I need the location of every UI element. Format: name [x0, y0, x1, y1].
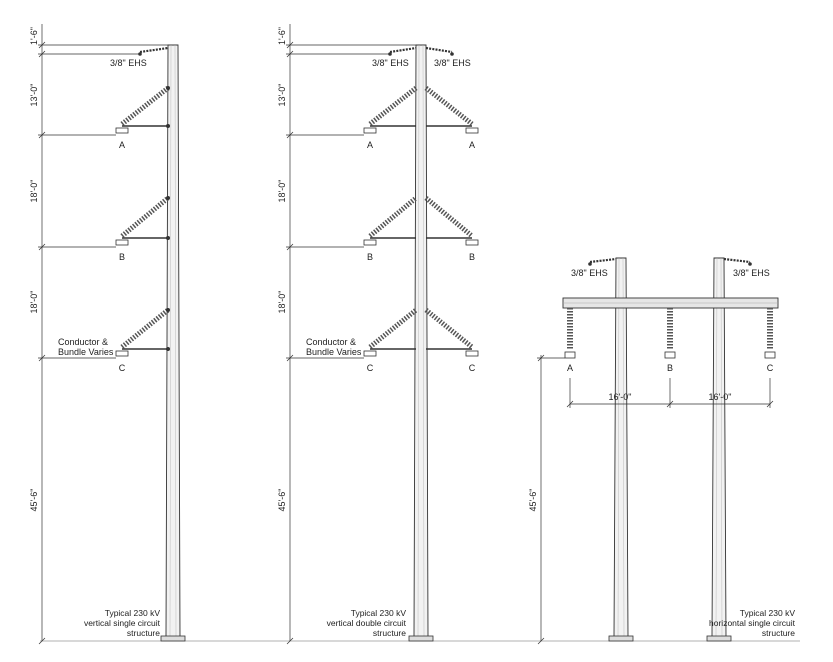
shield-wire-support — [139, 46, 169, 54]
insulator-left-b — [363, 196, 418, 246]
wire-label: 3/8" EHS — [372, 58, 409, 68]
dim-label: 18'-0" — [277, 180, 287, 203]
shield-wire-support — [389, 46, 417, 54]
phase-label: B — [367, 252, 373, 262]
insulator-a — [115, 86, 170, 134]
pole-base — [408, 635, 434, 642]
spacing-label: 16'-0" — [609, 392, 632, 402]
dimension-chain — [286, 24, 416, 645]
phase-label: B — [119, 252, 125, 262]
spacing-label: 16'-0" — [709, 392, 732, 402]
caption-line: horizontal single circuit — [709, 618, 796, 628]
caption-line: structure — [762, 628, 795, 638]
wire-label: 3/8" EHS — [733, 268, 770, 278]
dim-label: 18'-0" — [277, 291, 287, 314]
insulator-b — [115, 196, 170, 246]
insulator-c — [764, 308, 776, 359]
wire-label: 3/8" EHS — [434, 58, 471, 68]
structure-vertical-single: 1'-6" 13'-0" 18'-0" 18'-0" 45'-6" 3/8" E… — [29, 24, 186, 645]
caption-line: Typical 230 kV — [105, 608, 161, 618]
dim-label: 45'-6" — [29, 489, 39, 512]
insulator-left-a — [363, 86, 418, 134]
caption-line: Typical 230 kV — [351, 608, 407, 618]
note-line: Conductor & — [58, 337, 108, 347]
insulator-right-a — [424, 86, 479, 134]
note-line: Bundle Varies — [306, 347, 362, 357]
dim-label: 18'-0" — [29, 291, 39, 314]
dimension-chain — [38, 24, 168, 645]
shield-wire-support — [425, 46, 453, 54]
phase-label: A — [119, 140, 125, 150]
pole-left — [613, 257, 629, 638]
dim-label: 45'-6" — [528, 489, 538, 512]
dim-label: 13'-0" — [277, 84, 287, 107]
caption-line: vertical double circuit — [327, 618, 407, 628]
dim-label: 1'-6" — [29, 27, 39, 45]
caption-line: structure — [373, 628, 406, 638]
phase-label: C — [767, 363, 774, 373]
shield-wire-support — [589, 257, 617, 264]
wire-label: 3/8" EHS — [110, 58, 147, 68]
phase-label: C — [469, 363, 476, 373]
note-line: Conductor & — [306, 337, 356, 347]
pole — [413, 44, 429, 638]
dim-label: 13'-0" — [29, 84, 39, 107]
insulator-left-c — [363, 308, 418, 357]
wire-label: 3/8" EHS — [571, 268, 608, 278]
spacing-dimension — [566, 378, 774, 408]
note-line: Bundle Varies — [58, 347, 114, 357]
phase-label: A — [567, 363, 573, 373]
phase-label: B — [667, 363, 673, 373]
shield-wire-support — [723, 257, 751, 264]
phase-label: C — [119, 363, 126, 373]
dim-label: 18'-0" — [29, 180, 39, 203]
caption-line: Typical 230 kV — [740, 608, 796, 618]
caption-line: structure — [127, 628, 160, 638]
insulator-right-c — [424, 308, 479, 357]
insulator-a — [564, 308, 576, 359]
dimension-chain — [537, 354, 565, 645]
pole-base — [160, 635, 186, 642]
structure-horizontal-single: 16'-0" 16'-0" 45'-6" 3/8" EHS 3/8" EHS A… — [528, 257, 796, 645]
dim-label: 45'-6" — [277, 489, 287, 512]
insulator-c — [115, 308, 170, 357]
phase-label: C — [367, 363, 374, 373]
structure-vertical-double: 1'-6" 13'-0" 18'-0" 18'-0" 45'-6" 3/8" E… — [277, 24, 479, 645]
pole — [165, 44, 181, 638]
phase-label: A — [469, 140, 475, 150]
pole-right — [711, 257, 727, 638]
phase-label: A — [367, 140, 373, 150]
caption-line: vertical single circuit — [84, 618, 161, 628]
insulator-right-b — [424, 196, 479, 246]
phase-label: B — [469, 252, 475, 262]
dim-label: 1'-6" — [277, 27, 287, 45]
insulator-b — [664, 308, 676, 359]
